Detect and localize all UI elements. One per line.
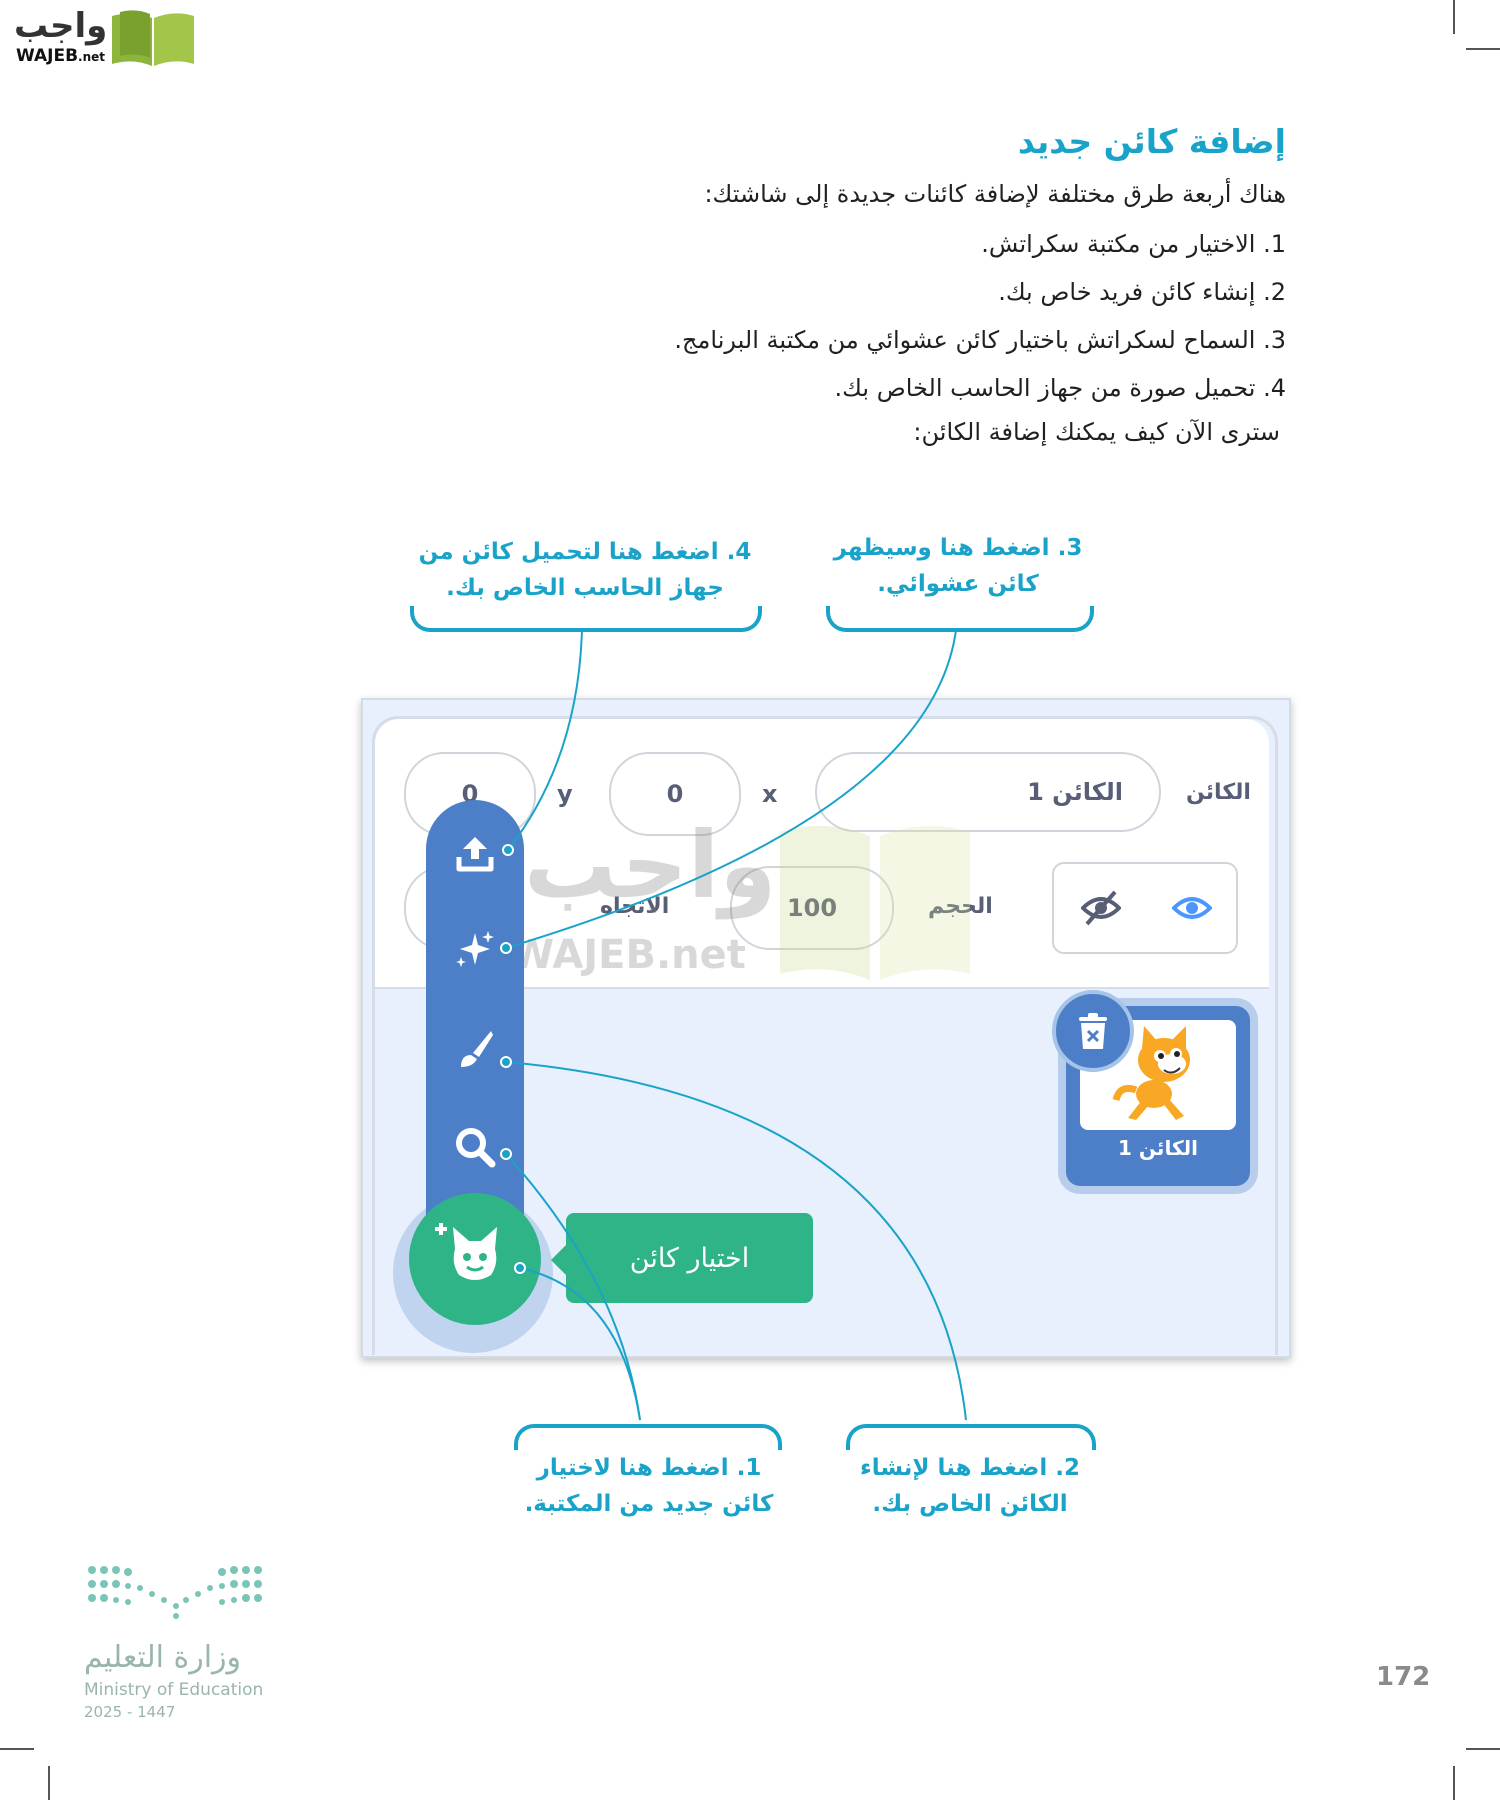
callout-paint: 2. اضغط هنا لإنشاء الكائن الخاص بك. (840, 1450, 1100, 1522)
ministry-year: 2025 - 1447 (84, 1703, 176, 1721)
callout-upload-bracket (410, 606, 762, 632)
ministry-name-en: Ministry of Education (84, 1680, 264, 1700)
callout-paint-bracket (846, 1424, 1096, 1450)
crop-mark (1466, 1748, 1500, 1750)
intro-text: هناك أربعة طرق مختلفة لإضافة كائنات جديد… (704, 180, 1286, 208)
page-title: إضافة كائن جديد (1017, 122, 1286, 161)
step-item: 1. الاختيار من مكتبة سكراتش. (981, 230, 1286, 258)
delete-sprite-button[interactable] (1052, 990, 1134, 1072)
ministry-name-ar: وزارة التعليم (84, 1640, 242, 1675)
hide-sprite-button[interactable] (1052, 862, 1148, 954)
sprite-name-value: الكائن 1 (1027, 778, 1123, 806)
y-label: y (557, 780, 573, 808)
step-item: 2. إنشاء كائن فريد خاص بك. (998, 278, 1286, 306)
callout-upload: 4. اضغط هنا لتحميل كائن من جهاز الحاسب ا… (410, 534, 760, 606)
callout-upload-line1: 4. اضغط هنا لتحميل كائن من (418, 539, 752, 565)
crop-mark (48, 1766, 50, 1800)
surprise-sprite-button[interactable] (444, 918, 506, 980)
page-number: 172 (1376, 1662, 1431, 1692)
book-icon (780, 825, 970, 980)
eye-icon (1172, 897, 1212, 919)
step-item: 4. تحميل صورة من جهاز الحاسب الخاص بك. (834, 374, 1286, 402)
callout-surprise-line2: كائن عشوائي. (877, 571, 1039, 597)
paint-sprite-button[interactable] (444, 1018, 506, 1080)
crop-mark (1453, 0, 1455, 34)
outro-text: سترى الآن كيف يمكنك إضافة الكائن: (913, 418, 1280, 446)
x-label: x (762, 780, 778, 808)
crop-mark (1466, 48, 1500, 50)
upload-icon (456, 837, 494, 872)
crop-mark (0, 1748, 34, 1750)
crop-mark (1453, 1766, 1455, 1800)
callout-choose-bracket (514, 1424, 782, 1450)
callout-surprise-line1: 3. اضغط هنا وسيظهر (833, 535, 1083, 561)
watermark-logo: واجب WAJEB.net (10, 6, 194, 68)
upload-sprite-button[interactable] (444, 822, 506, 884)
sprite-tile-name: الكائن 1 (1118, 1136, 1198, 1160)
callout-paint-line1: 2. اضغط هنا لإنشاء (859, 1455, 1081, 1481)
callout-surprise-bracket (826, 606, 1094, 632)
callout-choose: 1. اضغط هنا لاختيار كائن جديد من المكتبة… (504, 1450, 794, 1522)
callout-choose-line1: 1. اضغط هنا لاختيار (536, 1455, 762, 1481)
cat-sprite-icon (1112, 1026, 1190, 1120)
watermark-overlay-en: WAJEB.net (510, 932, 746, 978)
callout-choose-line2: كائن جديد من المكتبة. (524, 1491, 774, 1517)
trash-icon (1079, 1013, 1107, 1049)
book-icon (112, 10, 194, 66)
callout-surprise: 3. اضغط هنا وسيظهر كائن عشوائي. (826, 530, 1090, 602)
surprise-icon (456, 931, 494, 967)
watermark-brand-en: WAJEB.net (16, 46, 106, 66)
step-item: 3. السماح لسكراتش باختيار كائن عشوائي من… (674, 326, 1286, 354)
ministry-dots-icon (88, 1566, 262, 1619)
tooltip-arrow (551, 1244, 567, 1276)
eye-slash-icon (1081, 890, 1121, 926)
paint-icon (461, 1031, 493, 1067)
cat-icon (435, 1223, 497, 1280)
sprite-thumbnail (1080, 1020, 1236, 1130)
ministry-logo (82, 1560, 282, 1720)
search-sprite-button[interactable] (444, 1116, 506, 1178)
choose-sprite-tooltip: اختيار كائن (566, 1213, 813, 1303)
choose-sprite-button[interactable] (409, 1193, 541, 1325)
watermark-overlay: واجب WAJEB.net (510, 812, 990, 982)
search-icon (456, 1128, 496, 1168)
callout-paint-line2: الكائن الخاص بك. (872, 1491, 1068, 1517)
sprite-label: الكائن (1186, 780, 1251, 805)
watermark-brand-ar: واجب (14, 6, 108, 46)
watermark-overlay-ar: واجب (524, 812, 777, 919)
show-sprite-button[interactable] (1146, 862, 1238, 954)
callout-upload-line2: جهاز الحاسب الخاص بك. (446, 575, 724, 601)
